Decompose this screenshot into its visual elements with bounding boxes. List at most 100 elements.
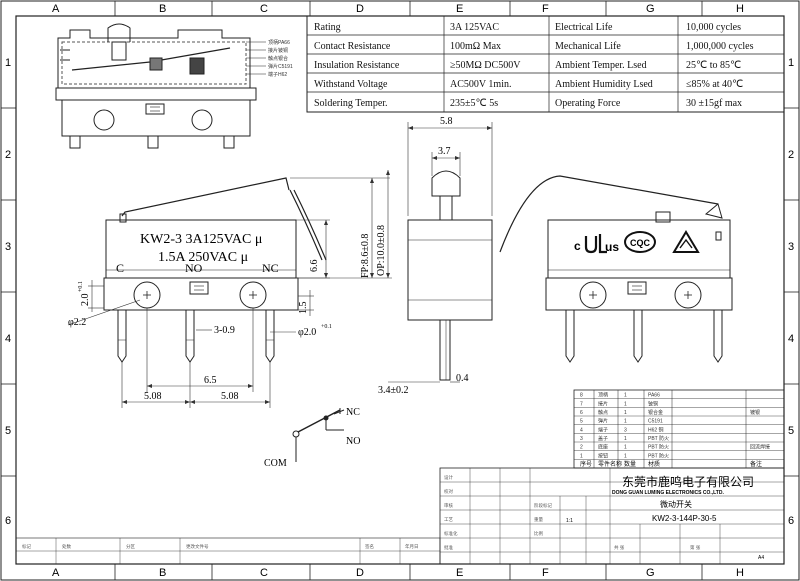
bom-cell: 3 [580, 436, 583, 442]
title-block-label: 处数 [62, 543, 71, 550]
bom-cell: 1 [624, 419, 627, 425]
row-label-left: 2 [5, 149, 11, 161]
title-block-label: 审核 [444, 502, 453, 509]
bom-cell: 铍铜 [648, 400, 658, 407]
certification-marks: c us CQC [574, 230, 700, 254]
dim-pin: 0.4 [456, 373, 469, 384]
column-label-top: A [52, 3, 60, 15]
bom-cell: 弹片 [598, 418, 608, 425]
bom-cell: PBT 防火 [648, 452, 669, 459]
spec-cell: Withstand Voltage [314, 79, 388, 90]
bom-header-cell: 序号 [580, 460, 592, 468]
column-label-top: E [456, 3, 463, 15]
dim-hole-distance: 6.5 [204, 375, 217, 386]
title-block-label: 比例 [534, 530, 543, 537]
bom-cell: PBT 防火 [648, 435, 669, 442]
bom-cell: H62 铜 [648, 426, 664, 433]
spec-cell: ≥50MΩ DC500V [450, 60, 521, 71]
row-label-left: 4 [5, 333, 11, 345]
row-label-right: 4 [788, 333, 794, 345]
svg-text:接片铍铜: 接片铍铜 [268, 47, 288, 54]
side-view-text: 5.8 3.7 3.4±0.2 0.4 [378, 116, 469, 396]
dim-pitch-1: 5.08 [144, 391, 162, 402]
dim-left-height: 2.0 [80, 294, 91, 307]
bom-cell: 镀银 [750, 409, 760, 416]
svg-text:顶柄PA66: 顶柄PA66 [268, 39, 290, 46]
back-view [499, 175, 733, 363]
bom-cell: 接片 [598, 400, 608, 407]
dim-left-tolerance: +0.1 [78, 281, 84, 292]
title-block-label: 工艺 [444, 517, 453, 522]
bom-cell: 1 [624, 410, 627, 416]
title-block-label: 校对 [444, 488, 453, 495]
title-block-label: 设计 [444, 474, 453, 481]
spec-cell: 235±5℃ 5s [450, 98, 498, 109]
front-view [103, 177, 327, 363]
spec-cell: Operating Force [555, 98, 621, 109]
side-view [407, 170, 493, 381]
bom-table [573, 389, 785, 469]
circuit-nc: NC [346, 407, 360, 418]
dim-thickness: 3.4±0.2 [378, 385, 409, 396]
bom-cell: 7 [580, 401, 583, 407]
ul-mark-icon [584, 234, 607, 254]
title-block-label: 第 张 [690, 544, 701, 551]
dim-height-op: 6.6 [309, 260, 320, 273]
side-view-dimensions [388, 122, 493, 383]
circuit-symbol [292, 408, 345, 462]
spec-cell: Soldering Temper. [314, 98, 388, 109]
dim-right-height: 1.5 [298, 302, 309, 315]
row-label-right: 2 [788, 149, 794, 161]
bom-header-cell: 数量 [624, 460, 636, 468]
spec-cell: 3A 125VAC [450, 22, 499, 33]
front-dimensions [67, 170, 392, 408]
bom-cell: PA66 [648, 393, 660, 399]
dim-plunger: 3.7 [438, 146, 451, 157]
bom-cell: PBT 防火 [648, 444, 669, 451]
row-label-left: 6 [5, 515, 11, 527]
spec-cell: Ambient Temper. Lsed [555, 60, 647, 71]
row-label-left: 3 [5, 241, 11, 253]
marking-line-1: KW2-3 3A125VAC μ [140, 232, 262, 247]
row-label-right: 1 [788, 57, 794, 69]
company-name-en: DONG GUAN LUMING ELECTRONICS CO.,LTD. [612, 490, 724, 496]
spec-cell: Rating [314, 22, 341, 33]
spec-cell: ≤85% at 40℃ [686, 79, 743, 90]
bom-cell: 银合金 [648, 409, 663, 416]
column-label-bottom: C [260, 567, 268, 579]
cutaway-notes: 顶柄PA66 接片铍铜 触点银合 弹片C5191 端子H62 [268, 39, 293, 78]
column-label-top: G [646, 3, 655, 15]
bom-cell: 按钮 [598, 452, 608, 459]
title-block-label: 标记 [22, 543, 31, 550]
bom-cell: 回流焊接 [750, 444, 770, 451]
marking-line-2: 1.5A 250VAC μ [158, 250, 248, 265]
circuit-no: NO [346, 436, 360, 447]
column-label-bottom: F [542, 567, 549, 579]
bom-cell: 顶柄 [598, 392, 608, 399]
row-label-left: 5 [5, 425, 11, 437]
spec-cell: Ambient Humidity Lsed [555, 79, 653, 90]
bom-cell: 3 [624, 427, 627, 433]
dim-op: OP:10.0±0.8 [376, 225, 387, 276]
title-block [15, 467, 785, 565]
dim-fp: FP:8.6±0.8 [360, 234, 371, 278]
dim-width: 5.8 [440, 116, 453, 127]
column-label-bottom: B [159, 567, 166, 579]
title-block-label: 分区 [126, 543, 135, 550]
svg-text:触点银合: 触点银合 [268, 55, 288, 62]
bom-cell: 4 [580, 427, 583, 433]
bom-header-cell: 备注 [750, 460, 762, 468]
svg-text:端子H62: 端子H62 [268, 71, 287, 78]
column-label-bottom: A [52, 567, 60, 579]
row-label-left: 1 [5, 57, 11, 69]
sheet-size: A4 [758, 555, 764, 561]
side-view-arrows [408, 126, 492, 160]
title-block-label: 签名 [365, 543, 374, 550]
bom-cell: 触点 [598, 409, 608, 416]
